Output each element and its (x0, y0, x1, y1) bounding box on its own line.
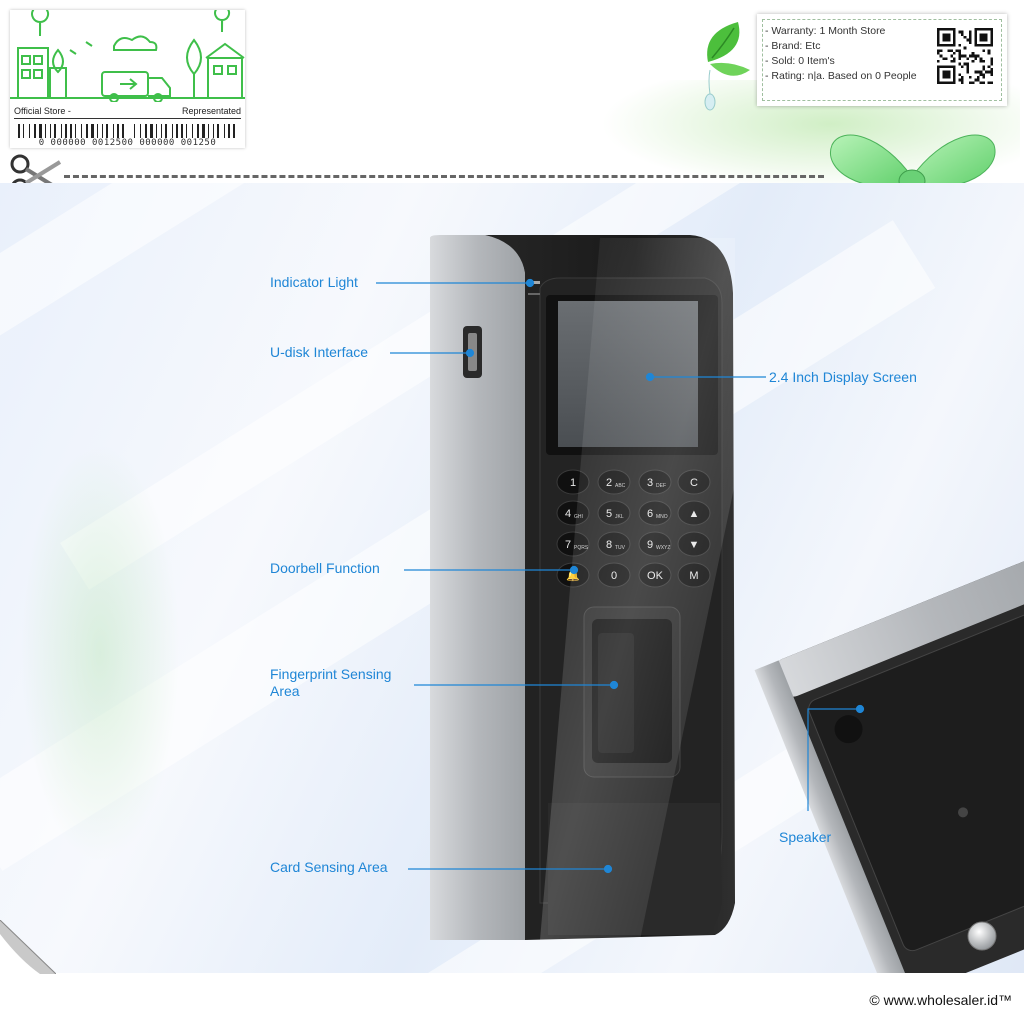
speaker-grille (834, 715, 863, 744)
store-labels: Official Store - Representated (14, 106, 241, 119)
store-illustration (10, 10, 245, 102)
leaf-icon (704, 22, 750, 111)
second-device (754, 541, 1024, 973)
callout-udisk-interface: U-disk Interface (270, 344, 369, 360)
brand-text: - Brand: Etc (765, 40, 821, 52)
info-lines: - Warranty: 1 Month Store - Brand: Etc -… (765, 24, 917, 84)
page-curl-icon (0, 920, 56, 974)
dashed-cut-line (64, 175, 824, 178)
store-right-label: Representated (181, 106, 241, 116)
sold-text: - Sold: 0 Item's (765, 55, 835, 67)
callout-fingerprint-area: Fingerprint Sensing Area (270, 666, 392, 699)
callout-doorbell-function: Doorbell Function (270, 560, 380, 576)
store-card: Official Store - Representated 0 000000 … (10, 10, 245, 148)
device-illustration: 12ABC3DEFC4GHI5JKL6MNO▲7PQRS8TUV9WXYZ▼🔔0… (376, 235, 1024, 973)
copyright-footer: © www.wholesaler.id™ (869, 992, 1012, 1008)
scroll-knob[interactable] (966, 920, 998, 952)
callout-indicator-light: Indicator Light (270, 274, 358, 290)
qr-code-icon[interactable] (937, 28, 993, 84)
keypad-key-label: 4 (565, 508, 571, 520)
barcode-number: 0 000000 0012500 000000 001250 (38, 138, 217, 148)
rating-text: - Rating: n|a. Based on 0 People (765, 70, 917, 82)
callout-card-sensing-area: Card Sensing Area (270, 859, 388, 875)
product-panel: 12ABC3DEFC4GHI5JKL6MNO▲7PQRS8TUV9WXYZ▼🔔0… (0, 183, 1024, 973)
keypad-key-label: 7 (565, 539, 571, 551)
barcode (18, 124, 235, 138)
keypad-key-label: 1 (570, 477, 576, 489)
warranty-text: - Warranty: 1 Month Store (765, 25, 886, 37)
callout-display-screen: 2.4 Inch Display Screen (769, 369, 917, 385)
store-left-label: Official Store - (14, 106, 71, 116)
callout-speaker: Speaker (779, 829, 832, 845)
product-info-card: - Warranty: 1 Month Store - Brand: Etc -… (757, 14, 1007, 106)
device-side (430, 235, 525, 940)
